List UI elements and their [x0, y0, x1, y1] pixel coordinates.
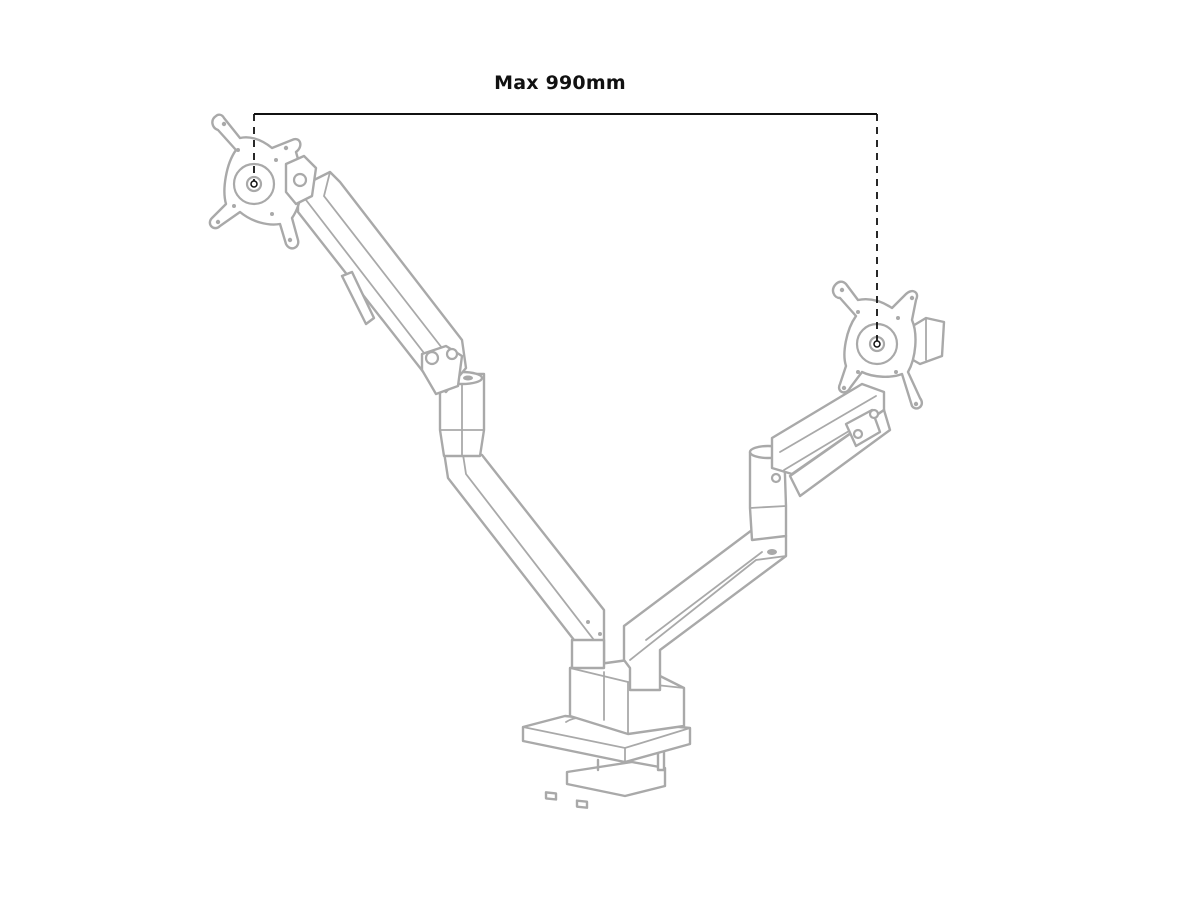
right-upper-arm [748, 316, 946, 542]
left-lower-arm [442, 446, 606, 670]
right-lower-arm [622, 528, 788, 692]
desk-clamp [521, 658, 692, 809]
dimension-annotation [250, 113, 881, 348]
left-vesa-plate [208, 113, 318, 250]
max-reach-label: Max 990mm [494, 72, 626, 94]
left-upper-arm [296, 170, 486, 458]
right-pivot-marker [873, 340, 881, 348]
left-pivot-marker [250, 180, 258, 188]
